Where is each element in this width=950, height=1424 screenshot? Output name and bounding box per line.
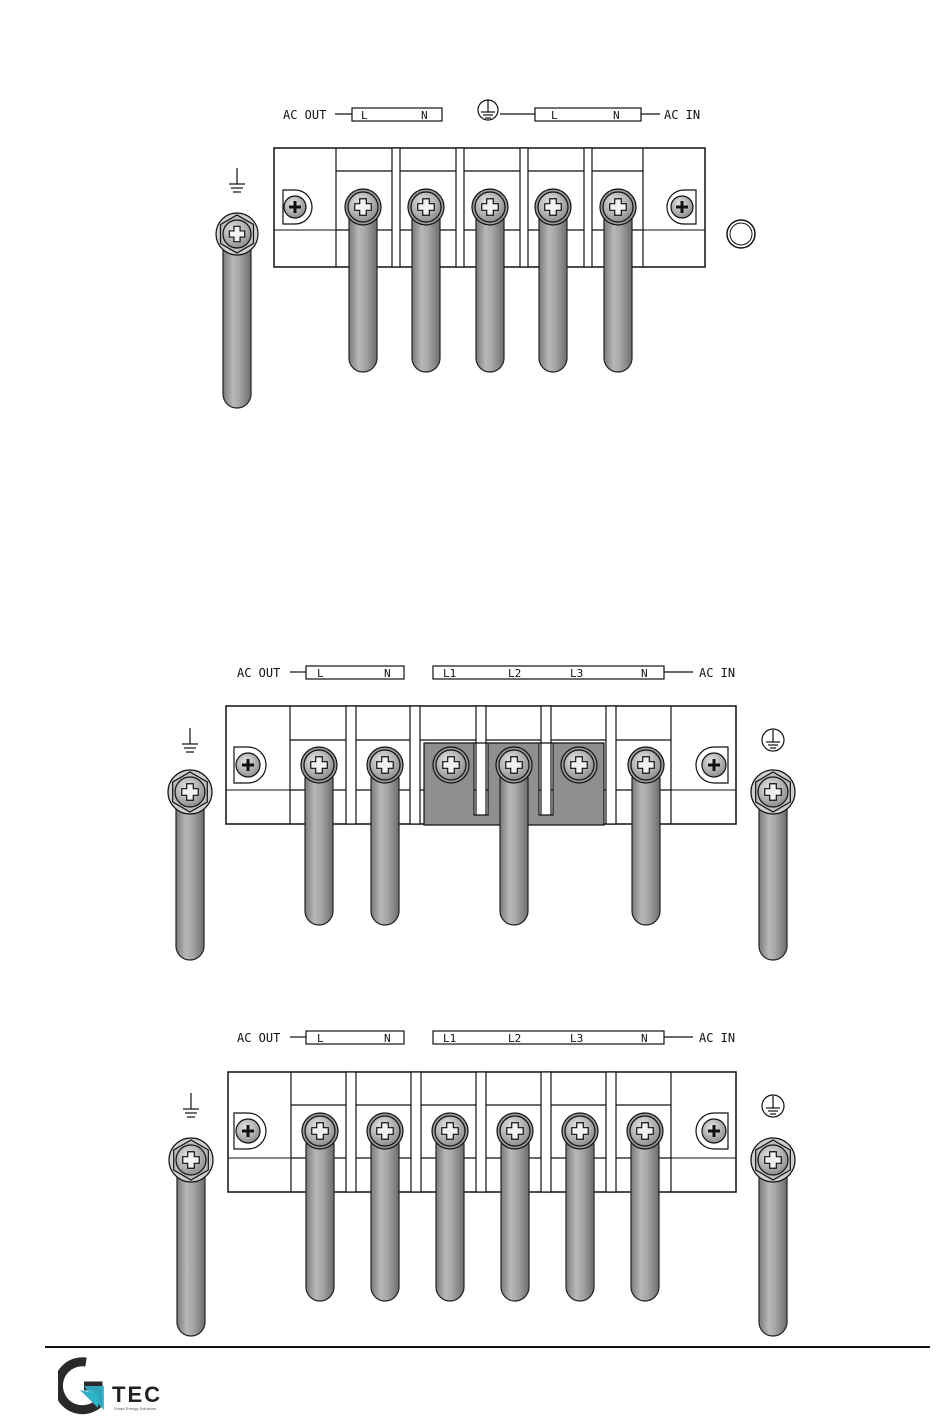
cable-6 [631, 1131, 659, 1301]
logo-tagline: Smart Energy Solutions [114, 1406, 156, 1411]
ac-in-l-label: L [551, 109, 558, 122]
ac-out-l-label: L [317, 667, 324, 680]
ac-in-bracket [433, 666, 664, 679]
mount-hole-icon [727, 220, 755, 248]
terminal-screw-icon [408, 189, 444, 225]
mount-screw-right-icon [696, 1113, 728, 1149]
ac-in-l2-label: L2 [508, 1032, 521, 1045]
mount-screw-left-icon [283, 190, 312, 224]
ac-out-l-label: L [361, 109, 368, 122]
ac-in-label: AC IN [699, 1031, 735, 1045]
terminal-screw-icon [345, 189, 381, 225]
terminal-screw-icon [497, 1113, 533, 1149]
ac-in-l3-label: L3 [570, 1032, 583, 1045]
ac-in-n-label: N [613, 109, 620, 122]
terminal-screw-icon [302, 1113, 338, 1149]
ground-earth-icon [229, 168, 245, 192]
ac-out-label: AC OUT [237, 1031, 280, 1045]
footer-divider [45, 1346, 930, 1348]
ac-in-l3-label: L3 [570, 667, 583, 680]
ground-symbol-icon [478, 100, 498, 120]
ac-in-l1-label: L1 [443, 667, 456, 680]
terminal-screw-icon [367, 1113, 403, 1149]
cable-4 [539, 200, 567, 372]
ground-earth-icon [182, 728, 198, 752]
cable-3 [436, 1131, 464, 1301]
mount-screw-right-icon [696, 747, 728, 783]
terminal-screw-icon [432, 1113, 468, 1149]
terminal-screw-icon [367, 747, 403, 783]
ac-out-label: AC OUT [283, 108, 326, 122]
ac-in-label: AC IN [699, 666, 735, 680]
ground-cable [223, 230, 251, 408]
cable-out-n [371, 765, 399, 925]
ground-symbol-icon [762, 729, 784, 751]
ac-out-label: AC OUT [237, 666, 280, 680]
diagram-2: AC OUT L N L1 L2 L3 N AC IN [168, 666, 795, 960]
ac-in-l2-label: L2 [508, 667, 521, 680]
cable-5 [566, 1131, 594, 1301]
ground-symbol-icon [762, 1095, 784, 1117]
terminal-screw-icon [535, 189, 571, 225]
mount-screw-right-icon [667, 190, 696, 224]
mount-screw-left-icon [234, 1113, 266, 1149]
ground-stud-screw-icon [216, 213, 258, 255]
terminal-screw-icon [433, 747, 469, 783]
terminal-screw-icon [562, 1113, 598, 1149]
cable-2 [371, 1131, 399, 1301]
diagram-3: AC OUT L N L1 L2 L3 N AC IN [169, 1031, 795, 1336]
ground-stud-screw-icon [751, 1138, 795, 1182]
ground-cable-right [759, 1158, 787, 1336]
company-logo: TEC Smart Energy Solutions [58, 1356, 188, 1416]
ac-in-label: AC IN [664, 108, 700, 122]
cable-out-l [305, 765, 333, 925]
ground-cable-left [216, 213, 258, 408]
ac-in-n-label: N [641, 667, 648, 680]
cable-1 [349, 200, 377, 372]
cable-in-bridged [500, 765, 528, 925]
ac-in-bracket [433, 1031, 664, 1044]
terminal-screw-icon [627, 1113, 663, 1149]
ground-stud-screw-icon [168, 770, 212, 814]
cable-1 [306, 1131, 334, 1301]
terminal-screw-icon [496, 747, 532, 783]
ground-stud-screw-icon [169, 1138, 213, 1182]
cable-4 [501, 1131, 529, 1301]
logo-word: TEC [112, 1382, 162, 1407]
terminal-screw-icon [628, 747, 664, 783]
ac-out-n-label: N [384, 667, 391, 680]
ground-cable-left [177, 1158, 205, 1336]
terminal-screw-icon [301, 747, 337, 783]
ac-in-l1-label: L1 [443, 1032, 456, 1045]
cable-5 [604, 200, 632, 372]
ac-out-n-label: N [421, 109, 428, 122]
ac-out-l-label: L [317, 1032, 324, 1045]
cable-in-n [632, 765, 660, 925]
terminal-screw-icon [472, 189, 508, 225]
ground-cable-left [176, 790, 204, 960]
ground-cable-right [759, 790, 787, 960]
cable-2 [412, 200, 440, 372]
mount-screw-left-icon [234, 747, 266, 783]
ac-in-n-label: N [641, 1032, 648, 1045]
diagram-1: AC OUT L N L N AC IN [216, 100, 755, 408]
ac-out-n-label: N [384, 1032, 391, 1045]
terminal-screw-icon [561, 747, 597, 783]
terminal-screw-icon [600, 189, 636, 225]
cable-3 [476, 200, 504, 372]
ground-stud-screw-icon [751, 770, 795, 814]
ground-earth-icon [183, 1093, 199, 1117]
